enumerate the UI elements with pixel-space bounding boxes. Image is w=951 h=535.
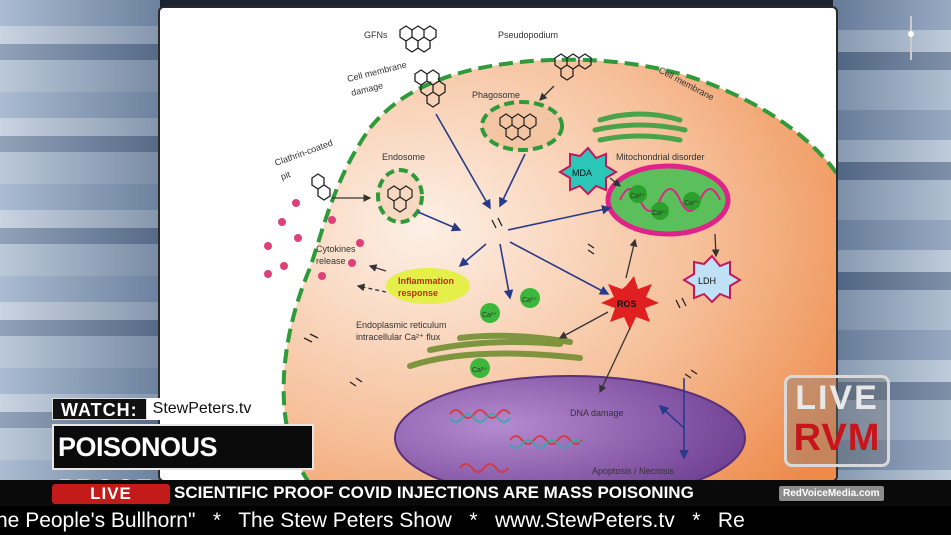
live-badge: LIVE [52, 484, 170, 504]
mda-label: MDA [572, 168, 592, 178]
studio-light-icon [908, 16, 914, 60]
ca-label-2: Ca²⁺ [522, 297, 537, 304]
dna-damage-label: DNA damage [570, 408, 624, 418]
membrane-damage-label-1: Cell membrane [346, 59, 408, 83]
ca-label-5: Ca²⁺ [652, 210, 667, 217]
er-label-2: intracellular Ca²⁺ flux [356, 332, 441, 342]
watch-label: WATCH: [52, 398, 147, 420]
golgi-apparatus [592, 111, 688, 143]
endoplasmic-reticulum [407, 332, 583, 369]
mito-disorder-label: Mitochondrial disorder [616, 152, 705, 162]
inflammation-label-2: response [398, 288, 438, 298]
phagosome-label: Phagosome [472, 90, 520, 100]
segment-title: POISONOUS PROOF [52, 424, 314, 504]
ca-label-4: Ca²⁺ [630, 193, 645, 200]
pseudopodium-label: Pseudopodium [498, 30, 558, 40]
live-rvm-logo: LIVE RVM [784, 375, 890, 467]
membrane-damage-label-2: damage [350, 80, 384, 98]
ldh-label: LDH [698, 276, 716, 286]
crawl-text: he People's Bullhorn" * The Stew Peters … [0, 509, 745, 532]
nucleus [394, 375, 746, 480]
cell-body [281, 57, 836, 480]
ca-label-1: Ca²⁺ [482, 312, 497, 319]
mitochondrion [605, 163, 731, 237]
ros-burst [601, 276, 659, 330]
ros-label: ROS [617, 299, 637, 309]
endosome-label: Endosome [382, 152, 425, 162]
watch-banner: WATCH: StewPeters.tv [52, 398, 270, 420]
logo-live-text: LIVE [795, 379, 879, 417]
cytokines-label-2: release [316, 256, 346, 266]
site-tag: RedVoiceMedia.com [779, 486, 884, 501]
studio-background-left [0, 0, 160, 480]
clathrin-label-1: Clathrin-coated [273, 138, 334, 168]
apoptosis-label: Apoptosis / Necrosis [592, 466, 675, 476]
cytokines-label-1: Cytokines [316, 244, 356, 254]
gfns-label: GFNs [364, 30, 388, 40]
er-label-1: Endoplasmic reticulum [356, 320, 447, 330]
ca-label-3: Ca²⁺ [472, 367, 487, 374]
headline-text: SCIENTIFIC PROOF COVID INJECTIONS ARE MA… [174, 483, 694, 502]
studio-background-right [833, 0, 951, 480]
ca-label-6: Ca²⁺ [684, 200, 699, 207]
logo-brand-text: RVM [793, 417, 881, 459]
ldh-badge [682, 254, 742, 304]
watch-site-link[interactable]: StewPeters.tv [146, 398, 270, 420]
clathrin-label-2: pit [279, 169, 292, 182]
calcium-ions [470, 288, 540, 378]
mda-badge [558, 146, 618, 196]
presentation-slide: Inflammation response ROS MDA LDH [158, 6, 838, 482]
crawl-bar [0, 506, 951, 535]
inflammation-label-1: Inflammation [398, 276, 454, 286]
inflammation-response-shape [386, 268, 470, 304]
cell-diagram: Inflammation response ROS MDA LDH [264, 25, 836, 480]
